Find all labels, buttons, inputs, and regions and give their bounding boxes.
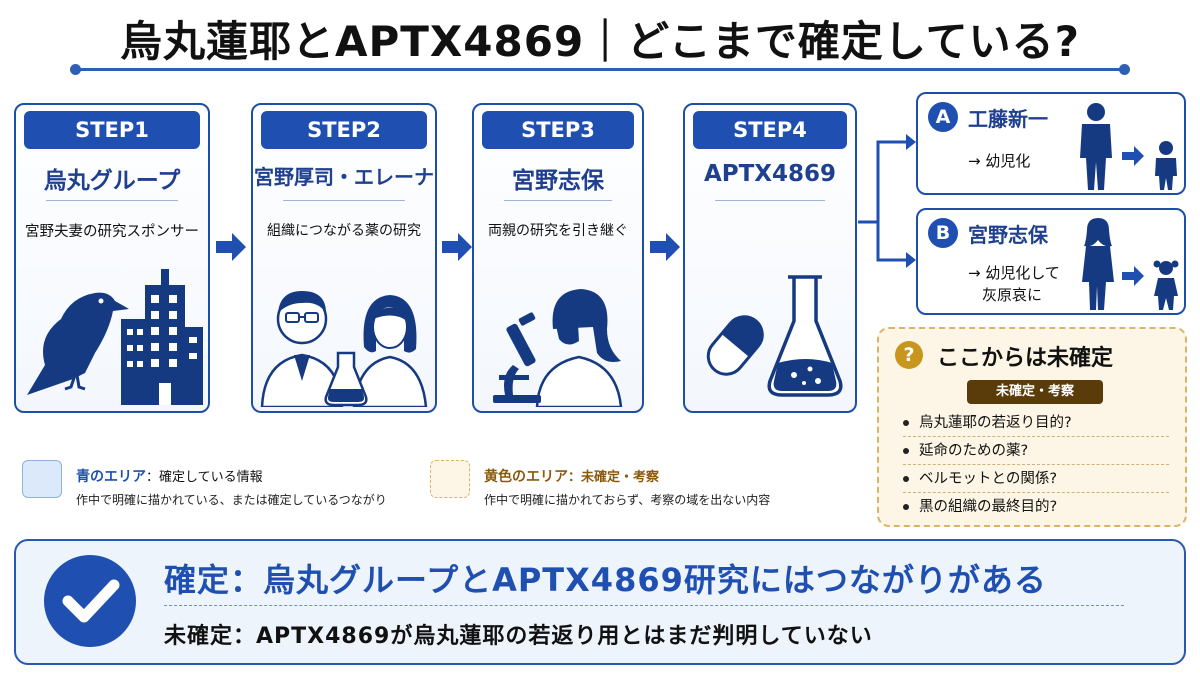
branch-connector: [858, 134, 916, 268]
step-description: 宮野夫妻の研究スポンサー: [25, 224, 199, 240]
list-item: 烏丸蓮耶の若返り目的?: [903, 409, 1169, 437]
legend-swatch-yellow: [430, 460, 470, 498]
step-card-3: STEP3 宮野志保 両親の研究を引き継ぐ: [472, 103, 644, 413]
female-researcher-icon: [352, 295, 428, 407]
adult-to-child-figure: [1080, 103, 1177, 190]
legend-yellow: 黄色のエリア：未確定・考察: [484, 466, 659, 486]
adult-man-icon: [1080, 103, 1112, 190]
adult-woman-icon: [1082, 218, 1114, 310]
step-divider: [715, 200, 825, 201]
researchers-illustration: [253, 257, 435, 407]
legend-yellow-sub: 作中で明確に描かれておらず、考察の域を出ない内容: [484, 493, 771, 507]
step-badge: STEP1: [24, 111, 200, 149]
branch-card-b: B 宮野志保 → 幼児化して 灰原哀に: [916, 208, 1186, 315]
legend-yellow-text: ：未確定・考察: [568, 470, 660, 485]
uncertain-panel: ? ここからは未確定 未確定・考察 烏丸蓮耶の若返り目的? 延命のための薬? ベ…: [877, 327, 1187, 527]
flask-icon: [324, 351, 368, 407]
step-title: 烏丸グループ: [43, 168, 181, 194]
checkmark-icon: [44, 555, 136, 647]
crow-and-building-illustration: [16, 257, 208, 407]
female-scientist-icon: [535, 289, 623, 407]
step-card-1: STEP1 烏丸グループ 宮野夫妻の研究スポンサー: [14, 103, 210, 413]
step-divider: [283, 200, 405, 201]
flask-icon: [767, 275, 843, 397]
step-badge: STEP2: [261, 111, 427, 149]
step-badge: STEP4: [693, 111, 847, 149]
flow-arrow-1: [214, 230, 248, 268]
title-underline-dot-right: [1119, 64, 1130, 75]
step-divider: [46, 200, 178, 201]
arrow-icon: [1122, 146, 1144, 166]
child-boy-icon: [1155, 141, 1177, 190]
conclusion-panel: 確定：烏丸グループとAPTX4869研究にはつながりがある 未確定：APTX48…: [14, 539, 1186, 665]
step-title: 宮野志保: [512, 168, 604, 194]
building-icon: [121, 269, 203, 405]
title-underline-dot-left: [70, 64, 81, 75]
question-icon: ?: [895, 341, 923, 369]
step-divider: [504, 200, 612, 201]
branch-letter-badge: A: [928, 102, 958, 132]
microscope-icon: [493, 312, 541, 403]
step-card-2: STEP2 宮野厚司・エレーナ 組織につながる薬の研究: [251, 103, 437, 413]
capsule-pill-icon: [706, 315, 764, 376]
legend-blue-label: 青のエリア: [76, 469, 146, 485]
branch-note-line-1: → 幼児化して: [968, 264, 1060, 282]
woman-to-girl-figure: [1082, 218, 1179, 310]
uncertain-list: 烏丸蓮耶の若返り目的? 延命のための薬? ベルモットとの関係? 黒の組織の最終目…: [903, 409, 1169, 521]
step-description: 両親の研究を引き継ぐ: [488, 223, 628, 239]
legend-blue-text: ：確定している情報: [146, 470, 263, 485]
title-underline: [75, 68, 1125, 71]
step-title: 宮野厚司・エレーナ: [254, 165, 434, 189]
branch-letter-badge: B: [928, 218, 958, 248]
crow-icon: [27, 292, 129, 395]
step-description: 組織につながる薬の研究: [267, 223, 421, 239]
list-item: 黒の組織の最終目的?: [903, 493, 1169, 521]
conclusion-divider: [164, 605, 1124, 606]
legend-swatch-blue: [22, 460, 62, 498]
step-badge: STEP3: [482, 111, 634, 149]
step-card-4: STEP4 APTX4869: [683, 103, 857, 413]
conclusion-unconfirmed: 未確定：APTX4869が烏丸蓮耶の若返り用とはまだ判明していない: [164, 624, 873, 649]
scientist-microscope-illustration: [474, 257, 642, 407]
branch-note-line-2: 灰原哀に: [982, 286, 1043, 304]
arrow-icon: [1122, 266, 1144, 286]
branch-name: 宮野志保: [968, 223, 1048, 247]
legend-yellow-label: 黄色のエリア: [484, 469, 568, 485]
male-researcher-icon: [260, 291, 344, 407]
list-item: 延命のための薬?: [903, 437, 1169, 465]
page-title: 烏丸蓮耶とAPTX4869｜どこまで確定している?: [119, 17, 1081, 66]
legend-blue-sub: 作中で明確に描かれている、または確定しているつながり: [76, 493, 387, 507]
legend-blue: 青のエリア：確定している情報: [76, 466, 263, 486]
flow-arrow-3: [648, 230, 682, 268]
conclusion-confirmed: 確定：烏丸グループとAPTX4869研究にはつながりがある: [164, 561, 1047, 599]
list-item: ベルモットとの関係?: [903, 465, 1169, 493]
branch-note: → 幼児化: [968, 152, 1031, 170]
flow-arrow-2: [440, 230, 474, 268]
branch-card-a: A 工藤新一 → 幼児化: [916, 92, 1186, 195]
branch-name: 工藤新一: [968, 107, 1048, 131]
child-girl-icon: [1153, 260, 1179, 310]
uncertain-title: ここからは未確定: [937, 346, 1114, 371]
step-title: APTX4869: [703, 161, 837, 187]
pill-and-flask-illustration: [685, 257, 855, 407]
uncertain-badge: 未確定・考察: [967, 380, 1103, 404]
